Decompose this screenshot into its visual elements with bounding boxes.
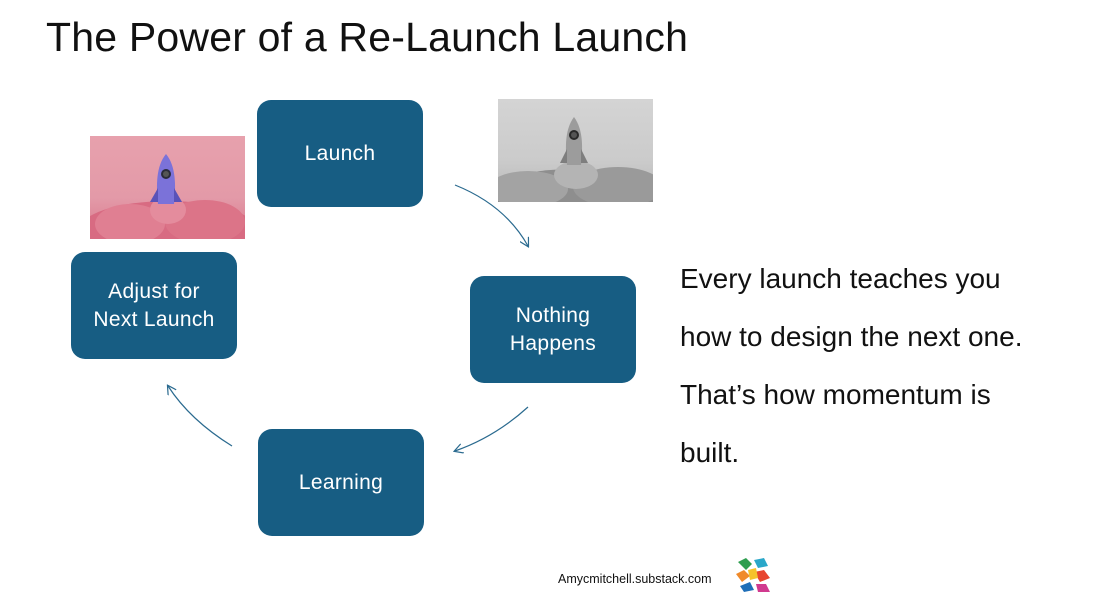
node-adjust: Adjust for Next Launch	[71, 252, 237, 359]
node-launch: Launch	[257, 100, 423, 207]
node-nothing-happens: Nothing Happens	[470, 276, 636, 383]
node-launch-label: Launch	[305, 140, 376, 168]
rocket-icon	[560, 117, 588, 165]
quote-line-2: how to design the next one.	[680, 308, 1080, 366]
rocket-icon	[150, 154, 182, 204]
rocket-photo-pink	[90, 136, 245, 239]
quote-line-1: Every launch teaches you	[680, 250, 1080, 308]
arrow-learning-to-adjust	[168, 386, 232, 446]
node-adjust-label-1: Adjust for	[93, 278, 214, 306]
quote-line-3: That’s how momentum is	[680, 366, 1080, 424]
quote-line-4: built.	[680, 424, 1080, 482]
footer-site-link[interactable]: Amycmitchell.substack.com	[558, 572, 712, 586]
arrow-nothing-to-learning	[455, 407, 528, 451]
node-nothing-label-1: Nothing	[510, 302, 596, 330]
colorful-hands-logo-icon	[734, 556, 772, 594]
quote-text: Every launch teaches you how to design t…	[680, 250, 1080, 482]
node-nothing-label-2: Happens	[510, 330, 596, 358]
node-learning: Learning	[258, 429, 424, 536]
node-adjust-label-2: Next Launch	[93, 306, 214, 334]
node-learning-label: Learning	[299, 469, 383, 497]
rocket-photo-gray	[498, 99, 653, 202]
